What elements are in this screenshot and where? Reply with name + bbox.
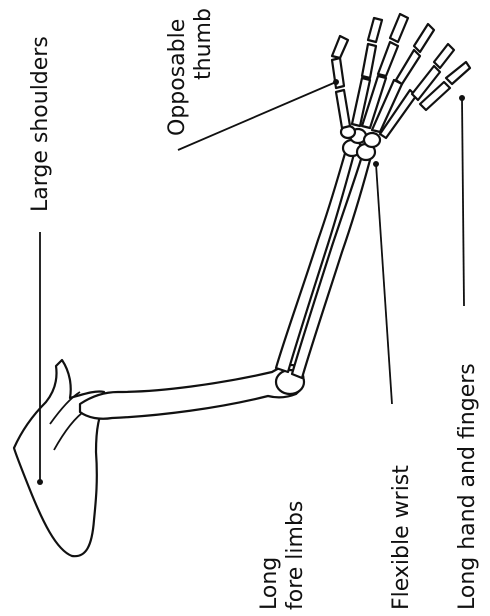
leader-opposable-thumb bbox=[178, 82, 336, 150]
label-opposable-thumb-line2: thumb bbox=[191, 8, 216, 80]
leader-lines bbox=[37, 79, 465, 485]
label-flexible-wrist: Flexible wrist bbox=[389, 465, 414, 610]
label-opposable-thumb-line1: Opposable bbox=[165, 19, 190, 136]
label-long-fore-limbs-line1: Long bbox=[257, 557, 282, 610]
label-long-hand-and-fingers: Long hand and fingers bbox=[455, 363, 480, 610]
leader-long-hand bbox=[462, 98, 464, 306]
humerus-bone bbox=[80, 365, 303, 419]
label-long-fore-limbs-line2: fore limbs bbox=[283, 501, 308, 610]
leader-flexible-wrist bbox=[376, 164, 392, 404]
scapula-bone bbox=[14, 360, 108, 556]
label-large-shoulders: Large shoulders bbox=[28, 36, 53, 212]
ulna-bone bbox=[292, 156, 370, 378]
